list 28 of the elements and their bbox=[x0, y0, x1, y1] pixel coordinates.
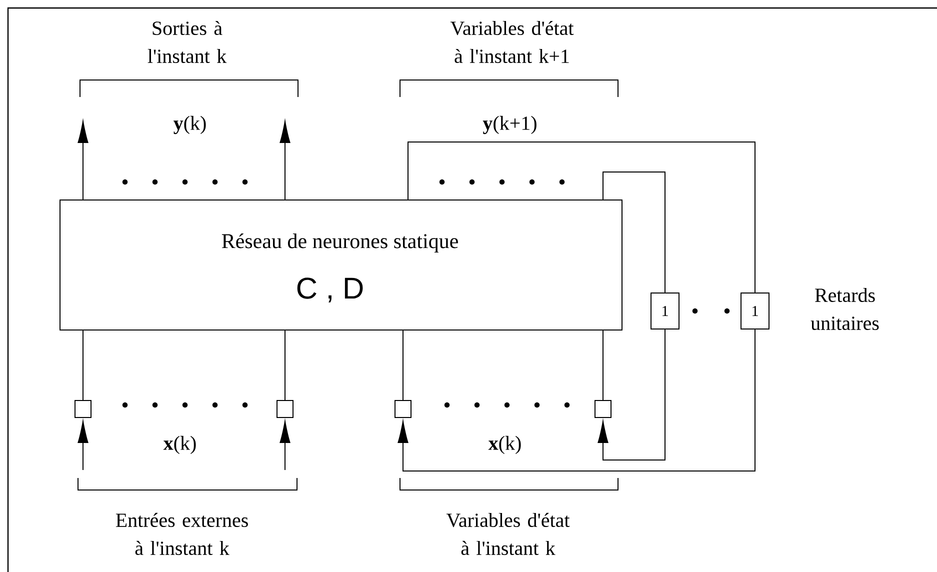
caption-text: Variables d'état à l'instant k+1 bbox=[450, 20, 574, 64]
arrow bbox=[598, 329, 666, 460]
caption-text: Sorties à l'instant k bbox=[148, 20, 227, 64]
arrow bbox=[398, 329, 756, 472]
connector-line bbox=[408, 142, 756, 293]
delay-box: 1 bbox=[740, 292, 770, 330]
network-box: Réseau de neurones statique C , D bbox=[60, 200, 622, 330]
caption-text: Retards unitaires bbox=[810, 288, 879, 330]
input-square bbox=[276, 400, 294, 418]
input-square bbox=[74, 400, 92, 418]
arrow bbox=[78, 420, 88, 470]
signal-label: x(k) bbox=[163, 436, 196, 454]
arrow bbox=[78, 120, 88, 200]
connector-line bbox=[602, 330, 604, 400]
signal-label: x(k) bbox=[488, 436, 521, 454]
connector-line bbox=[284, 330, 286, 400]
arrow bbox=[280, 420, 290, 470]
input-square bbox=[394, 400, 412, 418]
signal-label: y(k+1) bbox=[482, 116, 536, 134]
connector-line bbox=[82, 330, 84, 400]
connector-line bbox=[602, 172, 666, 293]
caption-text: Variables d'état à l'instant k bbox=[446, 512, 570, 556]
delay-box: 1 bbox=[650, 292, 680, 330]
connector-line bbox=[402, 330, 404, 400]
arrow bbox=[280, 120, 290, 200]
input-square bbox=[594, 400, 612, 418]
signal-label: y(k) bbox=[174, 116, 206, 134]
caption-text: Entrées externes à l'instant k bbox=[116, 512, 248, 556]
